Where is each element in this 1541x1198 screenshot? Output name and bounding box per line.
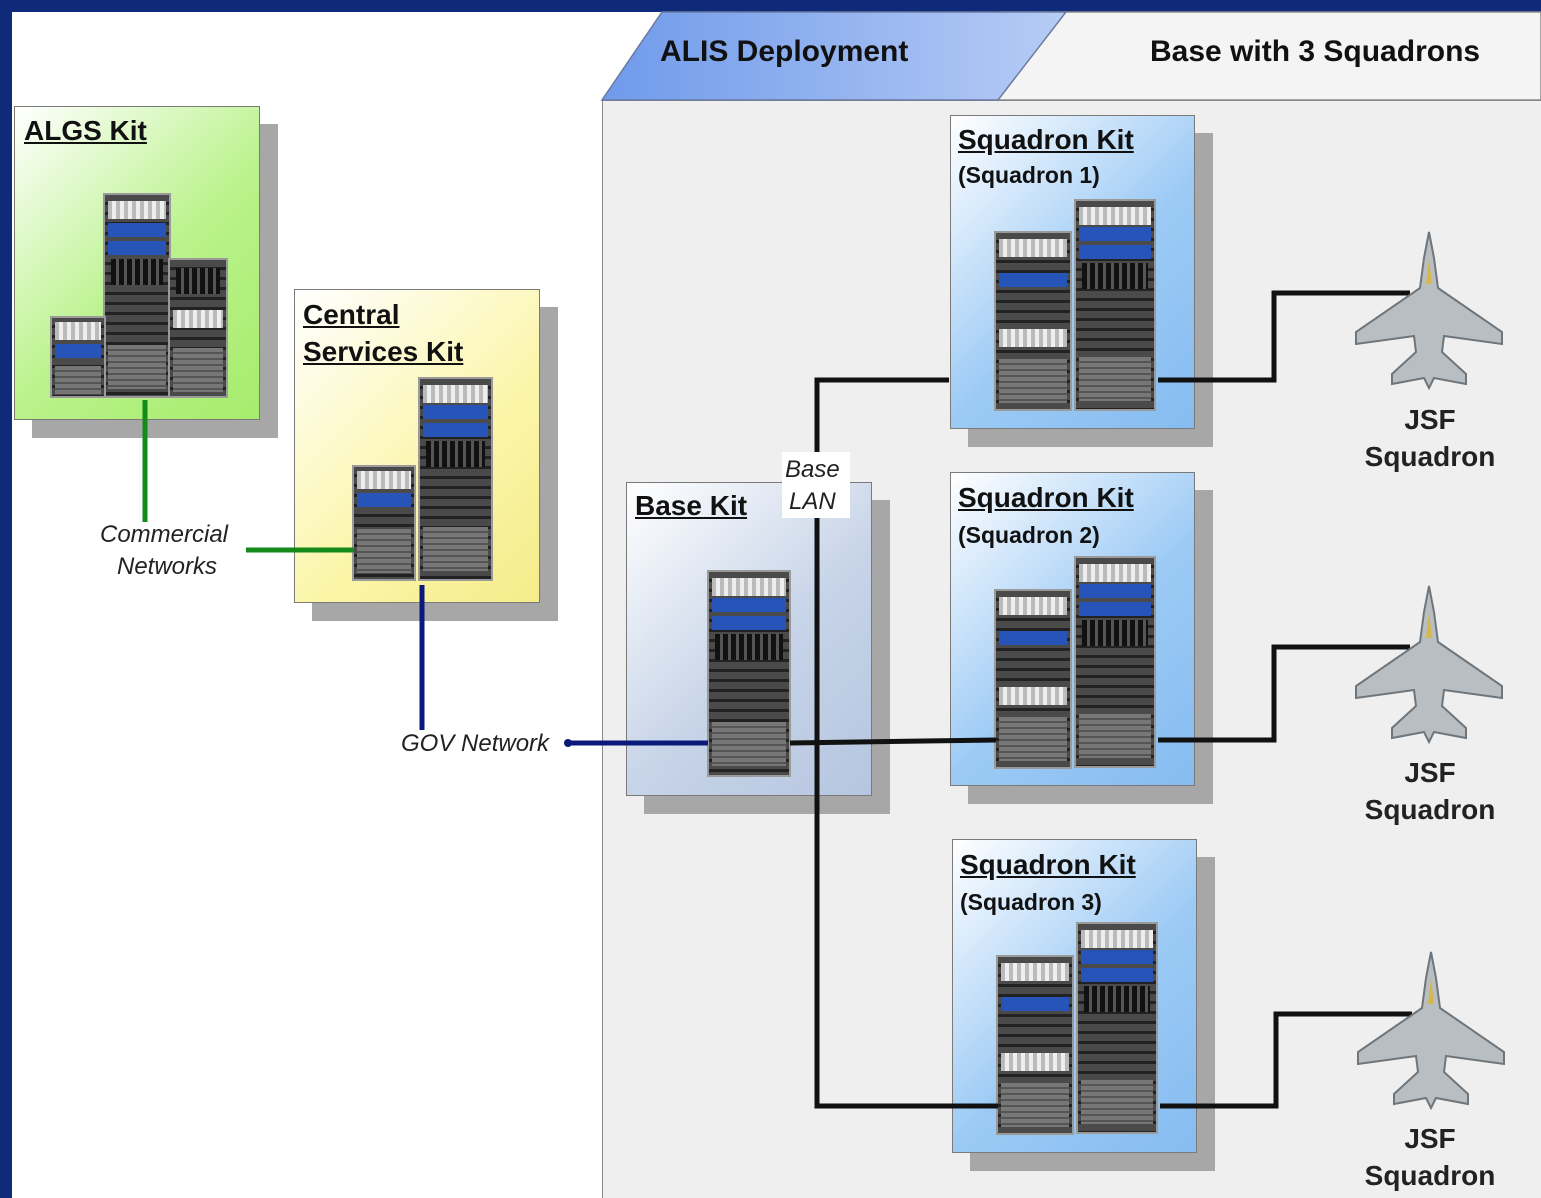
algs-kit-title: ALGS Kit	[24, 115, 147, 146]
deployment-header	[600, 11, 1541, 101]
jsf-squadron-label-2-line1: JSF	[1404, 757, 1456, 788]
gov-network-line-dot	[564, 739, 572, 747]
deployment-subtitle: Base with 3 Squadrons	[1150, 35, 1481, 68]
commercial-networks-label-line1: Commercial	[100, 521, 229, 548]
jsf-squadron-label-1-line2: Squadron	[1364, 441, 1496, 472]
algs-server-rack-tall	[103, 193, 171, 398]
jsf-squadron-label-3-line2: Squadron	[1364, 1160, 1496, 1191]
alis-deployment-tab-label: ALIS Deployment	[660, 35, 909, 68]
base-kit-title: Base Kit	[635, 490, 748, 521]
squadron2-rack-tall	[1074, 556, 1156, 768]
jsf-squadron-label-3-line1: JSF	[1404, 1123, 1456, 1154]
squadron2-kit-subtitle: (Squadron 2)	[958, 522, 1100, 548]
squadron1-kit-title: Squadron Kit	[958, 124, 1134, 155]
squadron3-rack-tall	[1076, 922, 1158, 1134]
base-to-squadron2-line	[789, 737, 997, 746]
squadron1-rack-tall	[1074, 199, 1156, 411]
jsf-squadron-label-2-line2: Squadron	[1364, 794, 1496, 825]
central-kit-title-line2: Services Kit	[303, 336, 464, 367]
jsf-aircraft-icon-3	[1357, 951, 1505, 1110]
squadron1-kit-subtitle: (Squadron 1)	[958, 162, 1100, 188]
central-server-rack-tall	[418, 377, 493, 581]
jsf-squadron-label-1: JSF Squadron	[1350, 401, 1510, 475]
squadron2-jsf-line	[1158, 644, 1410, 743]
alis-tab-shape	[600, 11, 1068, 101]
base-lan-label-bg	[782, 452, 850, 518]
jsf-aircraft-icon-1	[1355, 231, 1503, 390]
algs-server-rack-right	[168, 258, 228, 398]
squadron1-jsf-line	[1158, 290, 1410, 383]
jsf-squadron-label-3: JSF Squadron	[1350, 1120, 1510, 1194]
squadron2-kit-title: Squadron Kit	[958, 482, 1134, 513]
base-lan-label-line1: Base	[785, 456, 840, 483]
squadron3-kit-subtitle: (Squadron 3)	[960, 889, 1102, 915]
central-kit-title-line1: Central	[303, 299, 400, 330]
base-lan-label-line2: LAN	[789, 488, 836, 515]
algs-server-rack-left	[50, 316, 106, 398]
jsf-squadron-label-1-line1: JSF	[1404, 404, 1456, 435]
squadron3-jsf-line	[1160, 1011, 1412, 1109]
commercial-networks-label-line2: Networks	[117, 553, 218, 580]
squadron3-rack-short	[996, 955, 1074, 1135]
squadron3-kit-title: Squadron Kit	[960, 849, 1136, 880]
gov-network-label: GOV Network	[401, 730, 550, 757]
squadron1-rack-short	[994, 231, 1072, 411]
base-server-rack	[707, 570, 791, 777]
central-server-rack-short	[352, 465, 416, 581]
jsf-aircraft-icon-2	[1355, 585, 1503, 744]
jsf-squadron-label-2: JSF Squadron	[1350, 754, 1510, 828]
squadron2-rack-short	[994, 589, 1072, 769]
